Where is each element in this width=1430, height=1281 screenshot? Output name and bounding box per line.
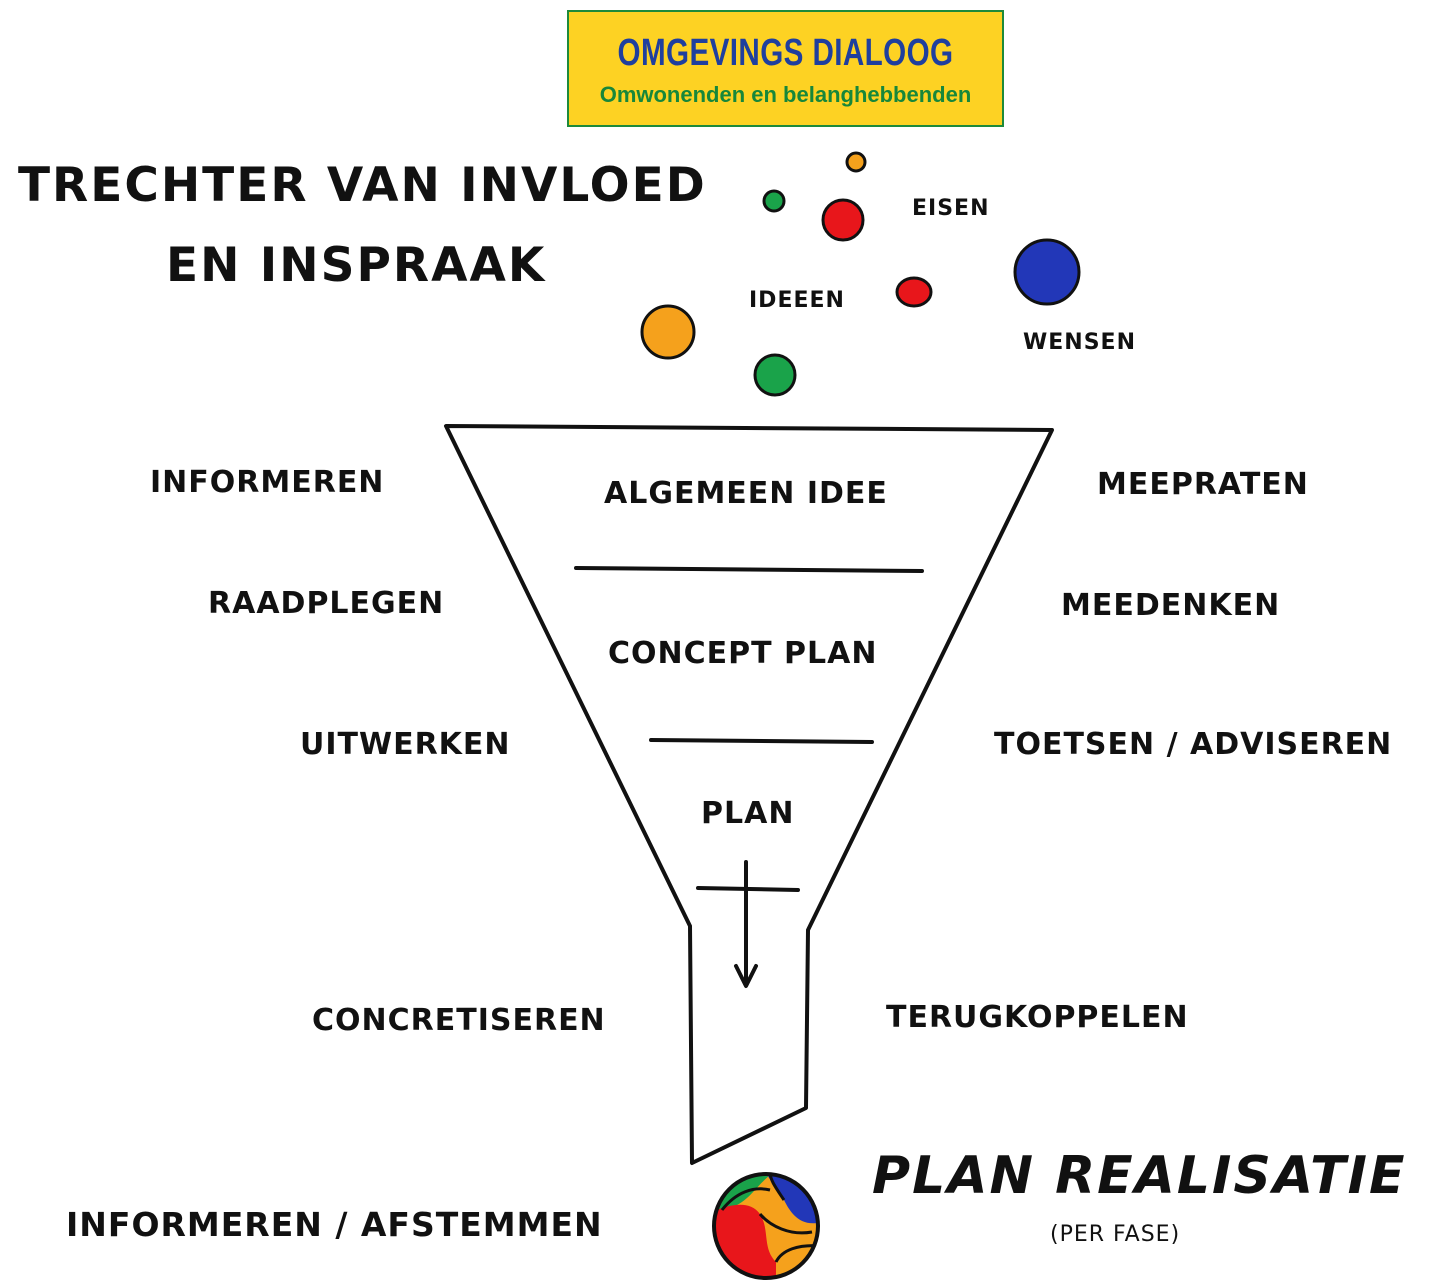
- left-label-informeren: INFORMEREN: [150, 465, 385, 500]
- diagram-title-line1: TRECHTER VAN INVLOED: [18, 158, 707, 213]
- bubble-orange-small: [845, 151, 867, 173]
- right-label-meepraten: MEEPRATEN: [1097, 467, 1309, 502]
- result-ball-icon: [712, 1172, 820, 1280]
- right-label-terugkoppelen: TERUGKOPPELEN: [886, 1000, 1189, 1035]
- bubble-green-small: [762, 189, 786, 213]
- left-label-raadplegen: RAADPLEGEN: [208, 586, 445, 621]
- right-label-toetsen-adviseren: TOETSEN / ADVISEREN: [994, 727, 1393, 762]
- bubble-blue: [1013, 238, 1081, 306]
- banner: OMGEVINGS DIALOOG Omwonenden en belanghe…: [567, 10, 1004, 127]
- bubble-red: [821, 198, 865, 242]
- right-label-meedenken: MEEDENKEN: [1061, 588, 1281, 623]
- stage-divider-2: [649, 738, 874, 744]
- stage-divider-1: [574, 566, 924, 573]
- bubble-red-small: [895, 276, 933, 308]
- stage-algemeen-idee: ALGEMEEN IDEE: [604, 476, 888, 511]
- diagram-title: TRECHTER VAN INVLOED EN INSPRAAK: [18, 158, 707, 294]
- funnel-outline: [444, 424, 1054, 1165]
- bubble-green: [753, 353, 797, 397]
- left-label-informeren-afstemmen: INFORMEREN / AFSTEMMEN: [66, 1205, 603, 1244]
- label-ideeen: IDEEEN: [749, 288, 845, 313]
- result-subtitle: (PER FASE): [1050, 1222, 1181, 1247]
- label-wensen: WENSEN: [1023, 330, 1136, 355]
- banner-title: OMGEVINGS DIALOOG: [617, 32, 954, 74]
- stage-concept-plan: CONCEPT PLAN: [608, 636, 878, 671]
- banner-subtitle: Omwonenden en belanghebbenden: [599, 82, 972, 107]
- stage-plan: PLAN: [701, 796, 795, 831]
- diagram-title-line2: EN INSPRAAK: [166, 238, 547, 293]
- bubble-orange: [640, 304, 696, 360]
- left-label-concretiseren: CONCRETISEREN: [312, 1003, 606, 1038]
- label-eisen: EISEN: [912, 196, 990, 221]
- result-title: PLAN REALISATIE: [872, 1146, 1407, 1206]
- left-label-uitwerken: UITWERKEN: [300, 727, 511, 762]
- arrow-head: [734, 964, 758, 988]
